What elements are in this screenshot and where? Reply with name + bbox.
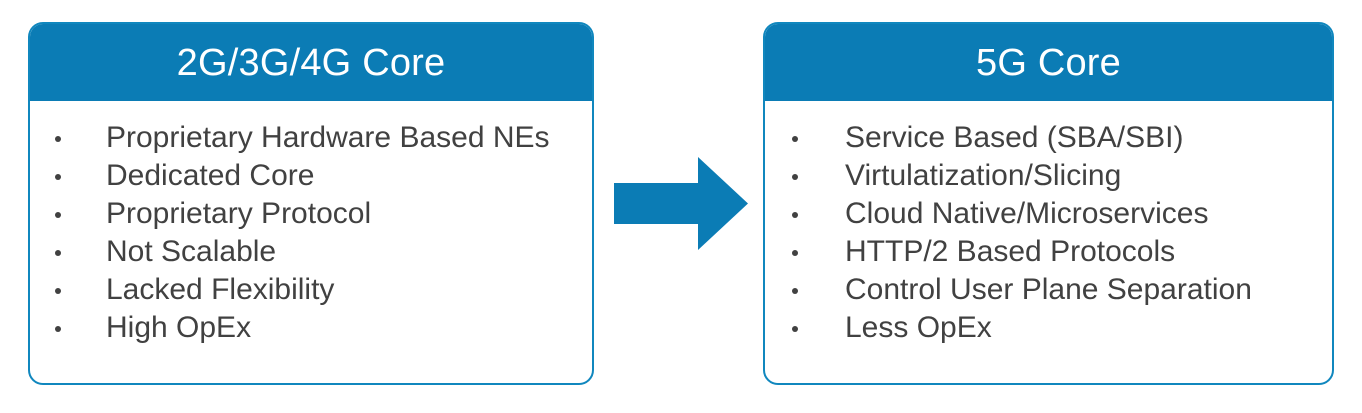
panel-5g-core-body: Service Based (SBA/SBI) Virtulatization/…	[765, 101, 1332, 347]
list-item: Service Based (SBA/SBI)	[765, 119, 1332, 157]
panel-legacy-core-body: Proprietary Hardware Based NEs Dedicated…	[30, 101, 592, 347]
panel-5g-core-title: 5G Core	[975, 41, 1121, 84]
panel-legacy-core-title: 2G/3G/4G Core	[176, 41, 446, 84]
list-item: Virtulatization/Slicing	[765, 157, 1332, 195]
list-item: Dedicated Core	[30, 157, 592, 195]
list-item: Not Scalable	[30, 233, 592, 271]
panel-legacy-core: 2G/3G/4G Core Proprietary Hardware Based…	[28, 22, 594, 385]
list-item: HTTP/2 Based Protocols	[765, 233, 1332, 271]
list-item: Cloud Native/Microservices	[765, 195, 1332, 233]
5g-core-feature-list: Service Based (SBA/SBI) Virtulatization/…	[765, 119, 1332, 347]
list-item: Control User Plane Separation	[765, 271, 1332, 309]
list-item: Lacked Flexibility	[30, 271, 592, 309]
panel-5g-core-header: 5G Core	[765, 24, 1332, 101]
panel-5g-core: 5G Core Service Based (SBA/SBI) Virtulat…	[763, 22, 1334, 385]
list-item: High OpEx	[30, 309, 592, 347]
list-item: Proprietary Hardware Based NEs	[30, 119, 592, 157]
legacy-core-feature-list: Proprietary Hardware Based NEs Dedicated…	[30, 119, 592, 347]
list-item: Proprietary Protocol	[30, 195, 592, 233]
right-arrow-icon	[612, 155, 750, 252]
list-item: Less OpEx	[765, 309, 1332, 347]
panel-legacy-core-header: 2G/3G/4G Core	[30, 24, 592, 101]
